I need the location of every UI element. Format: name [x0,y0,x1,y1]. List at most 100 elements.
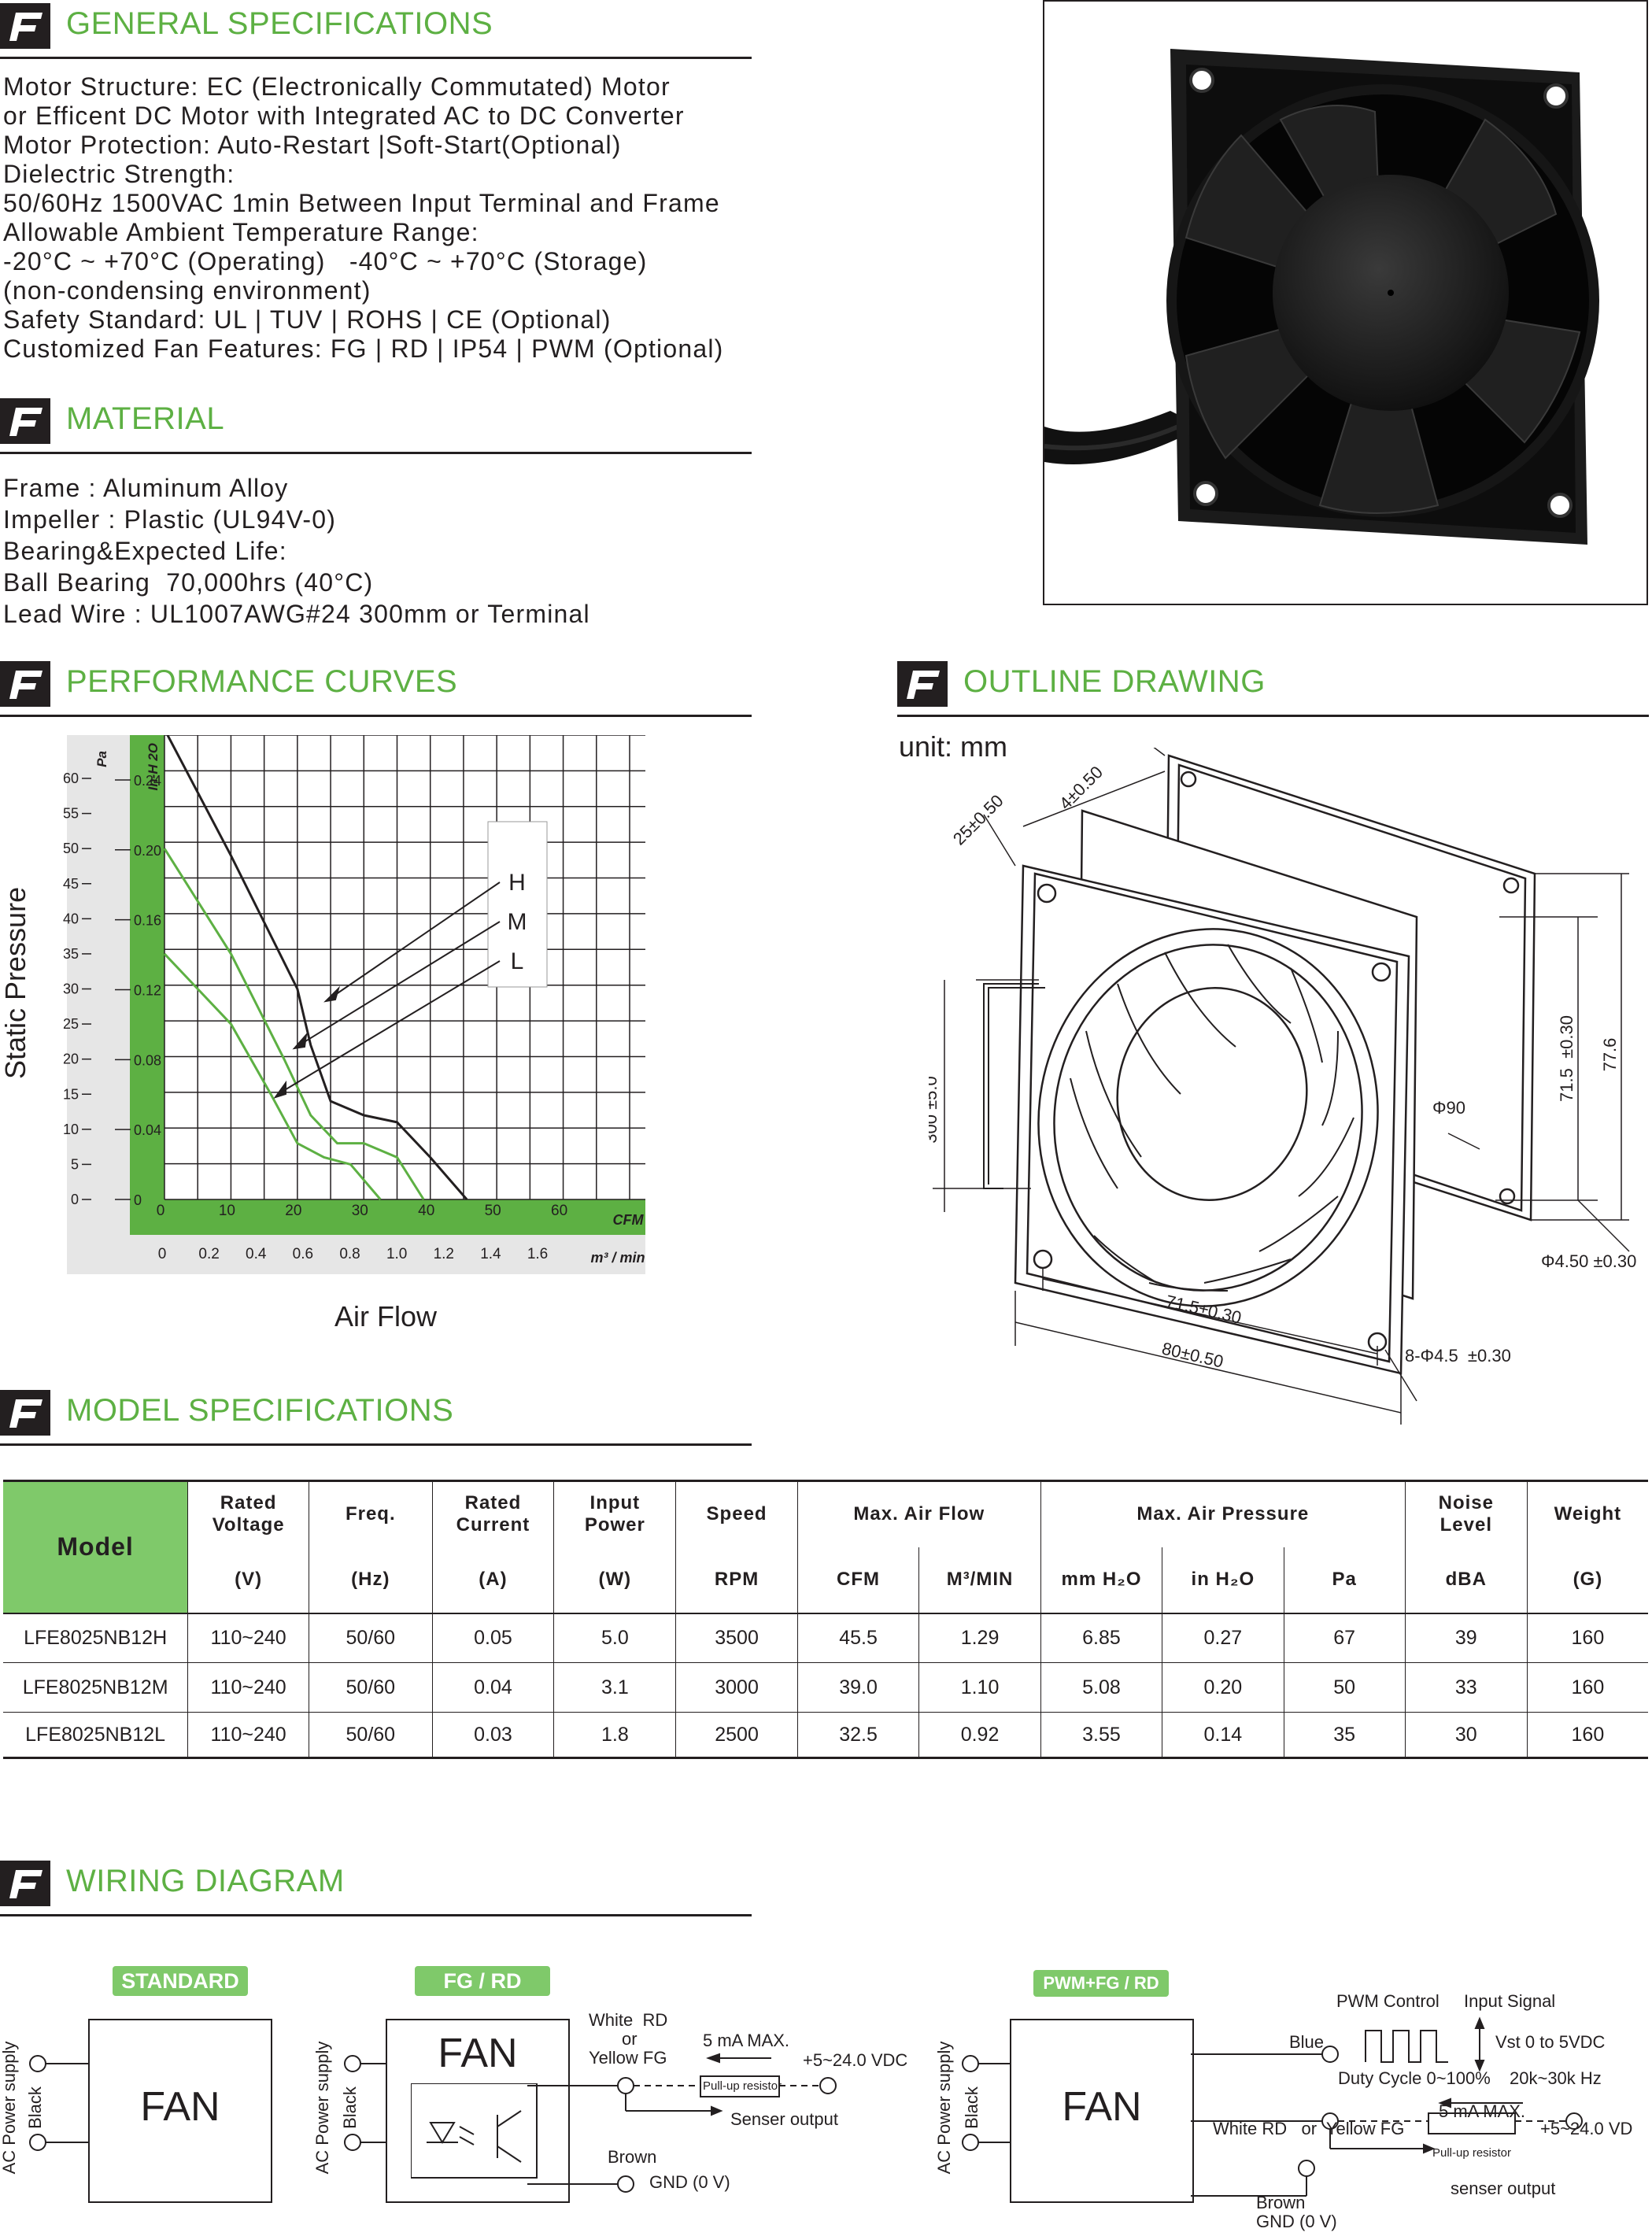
section-title: GENERAL SPECIFICATIONS [66,6,493,41]
table-cell: 160 [1571,1626,1605,1649]
model-cell: LFE8025NB12L [3,1712,189,1758]
gnd-label: GND (0 V) [1256,2212,1337,2231]
legend-h: H [508,870,526,896]
table-cell: 0.05 [432,1613,555,1663]
table-cell: 35 [1284,1712,1406,1758]
unit-cell: in H₂O [1162,1547,1284,1613]
white-rd-label: White RD [589,2010,668,2030]
header-max-air-flow: Max. Air Flow [797,1480,1041,1547]
input-signal-label: Input Signal [1464,1991,1556,2011]
section-title: WIRING DIAGRAM [66,1864,345,1898]
spec-line: or Efficent DC Motor with Integrated AC … [3,102,685,130]
table-cell: 32.5 [797,1712,920,1758]
m3-tick-label: 1.4 [480,1246,501,1262]
section-title: MATERIAL [66,401,225,436]
m3-tick-label: 0 [158,1246,167,1262]
spec-line: Motor Protection: Auto-Restart |Soft-Sta… [3,131,622,159]
pullup-label: Pull-up resistor [1432,2146,1512,2160]
spec-line: (non-condensing environment) [3,276,371,305]
m3-unit-label: m³ / min [590,1250,645,1266]
table-cell: 2500 [675,1712,798,1758]
table-cell: 1.10 [918,1662,1041,1713]
spec-line: Frame : Aluminum Alloy [3,474,289,502]
table-units-row: (V) (Hz) (A) (W) RPM CFM M³/MIN mm H₂O i… [3,1547,1648,1613]
pullup-label: Pull-up resistor [703,2079,782,2093]
duty-label: Duty Cycle 0~100% [1338,2068,1491,2088]
table-cell: 3.1 [553,1662,677,1713]
unit-cell: RPM [675,1547,798,1613]
supply-label: AC Power supply [934,2041,954,2175]
curve-m [163,848,425,1200]
table-cell: 1.29 [918,1613,1041,1663]
inh2o-tick-label: 0.12 [134,982,161,998]
dim-hole-pitch-v: 71.5 ±0.30 [1557,1015,1576,1102]
pa-tick-label: 35 [63,946,79,962]
fan-label: FAN [438,2031,518,2076]
unit-cell: (Hz) [309,1547,433,1613]
unit-cell: (W) [553,1547,677,1613]
inh2o-tick-label: 0.20 [134,843,161,859]
brown-label: Brown [608,2147,657,2167]
table-cell: 33 [1405,1662,1528,1713]
dim-diameter: Φ90 [1432,1098,1465,1118]
freq-label: 20k~30k Hz [1510,2068,1602,2088]
sensor-label: Senser output [730,2109,838,2129]
inh2o-tick-label: 0.24 [134,773,161,789]
unit-cell: (A) [432,1547,555,1613]
static-pressure-label: Static Pressure [0,886,31,1079]
section-divider [897,715,1649,717]
unit-cell: (G) [1573,1569,1603,1590]
brand-logo-icon [0,3,50,49]
or-label: or [622,2029,638,2049]
inh2o-tick-label: 0.04 [134,1122,161,1138]
outline-header: OUTLINE DRAWING [897,661,1649,717]
dim-flange: 4±0.50 [1055,762,1107,813]
header-model: Model [3,1480,189,1613]
cfm-tick-label: 20 [285,1203,301,1219]
section-divider [0,57,752,59]
product-photo [1043,0,1648,605]
sensor-label: senser output [1451,2179,1556,2198]
inh2o-tick-label: 0.16 [134,913,161,929]
ma-label: 5 mA MAX. [1439,2101,1526,2121]
m3-tick-label: 0.8 [339,1246,360,1262]
fan-label: FAN [1062,2084,1142,2130]
spec-line: Safety Standard: UL | TUV | ROHS | CE (O… [3,305,612,334]
table-cell: 160 [1571,1723,1605,1746]
spec-line: Lead Wire : UL1007AWG#24 300mm or Termin… [3,600,590,628]
section-divider [0,1914,752,1916]
pa-tick-label: 45 [63,876,79,892]
white-fg-label: White RD or Yellow FG [1213,2119,1405,2138]
spec-line: 50/60Hz 1500VAC 1min Between Input Termi… [3,189,720,217]
unit-label: unit: mm [899,730,1008,763]
fan-label: FAN [140,2084,220,2130]
spec-line: Impeller : Plastic (UL94V-0) [3,505,337,534]
fgrd-fan-box: FAN [386,2019,570,2203]
section-divider [0,1443,752,1446]
standard-tag: STANDARD [113,1966,248,1996]
brand-logo-icon [0,1861,50,1906]
table-row: LFE8025NB12H 110~240 50/60 0.05 5.0 3500… [3,1613,1648,1663]
table-cell: 0.03 [432,1712,555,1758]
pa-tick-label: 5 [71,1156,79,1172]
unit-cell: CFM [797,1547,920,1613]
spec-line: Allowable Ambient Temperature Range: [3,218,479,246]
table-cell: 5.0 [553,1613,677,1663]
spec-line: Bearing&Expected Life: [3,537,287,565]
dim-width: 80±0.50 [1160,1339,1225,1372]
supply-label: AC Power supply [312,2041,332,2175]
model-cell: LFE8025NB12M [3,1662,189,1713]
vdc-label: +5~24.0 VDC [803,2050,908,2070]
brand-logo-icon [0,398,50,444]
standard-fan-box: FAN [88,2019,272,2203]
cfm-tick-label: 60 [551,1203,567,1219]
supply-label: AC Power supply [0,2041,19,2175]
table-cell: 0.14 [1162,1712,1284,1758]
pa-tick-label: 40 [63,911,79,926]
table-cell: 50/60 [309,1662,433,1713]
table-cell: 6.85 [1040,1613,1163,1663]
